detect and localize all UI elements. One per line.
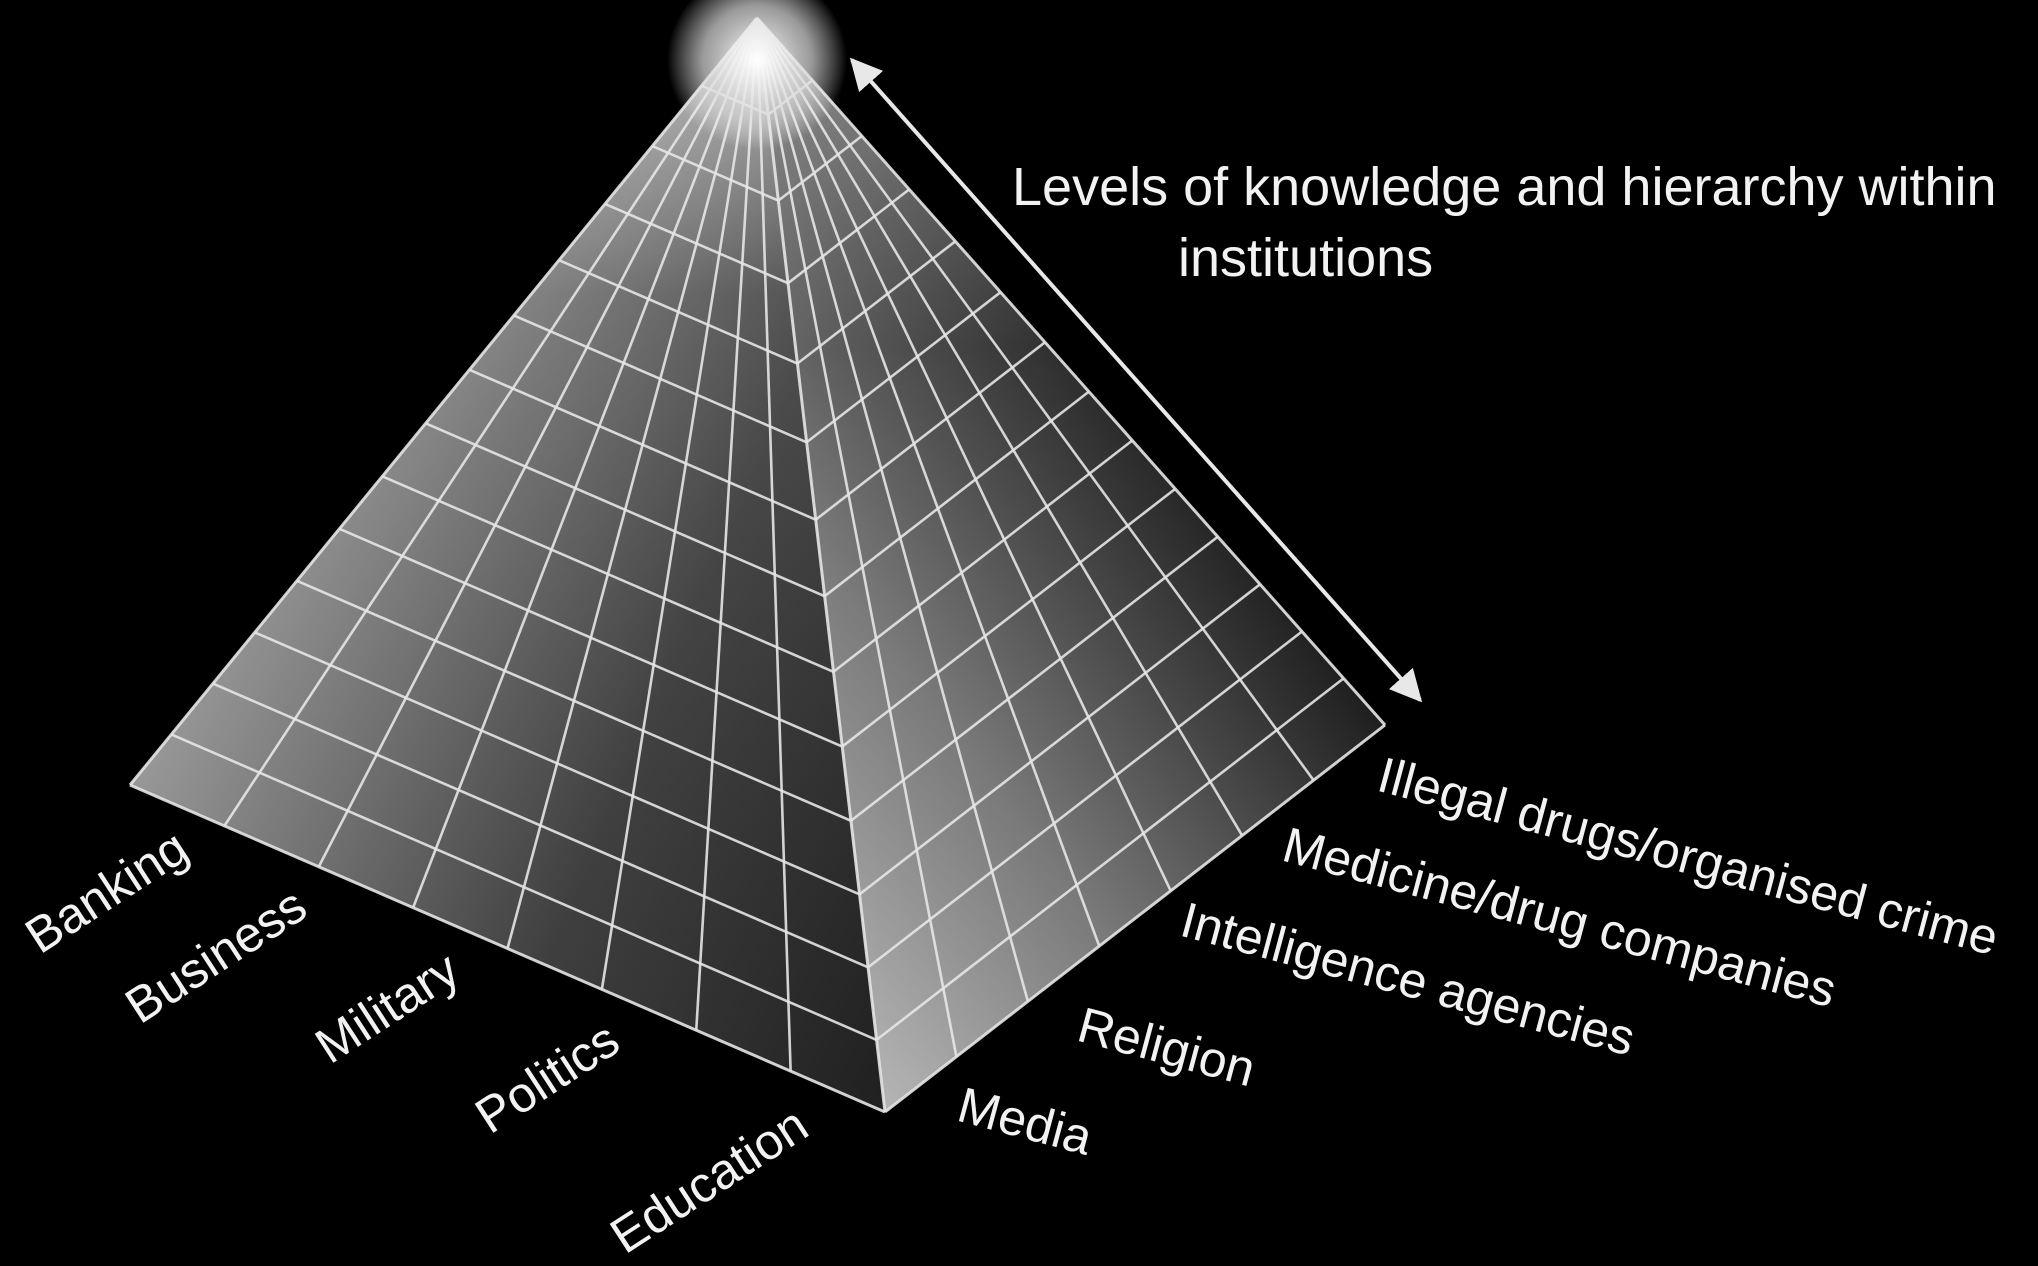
label-politics: Politics [465, 1011, 628, 1144]
caption-line-1: Levels of knowledge and hierarchy within [1012, 157, 1997, 217]
caption-line-2: institutions [1178, 228, 1433, 288]
label-religion: Religion [1072, 997, 1261, 1098]
label-education: Education [600, 1096, 817, 1261]
label-military: Military [305, 941, 468, 1074]
label-business: Business [115, 877, 316, 1034]
label-media: Media [952, 1077, 1098, 1166]
label-banking: Banking [15, 819, 197, 964]
